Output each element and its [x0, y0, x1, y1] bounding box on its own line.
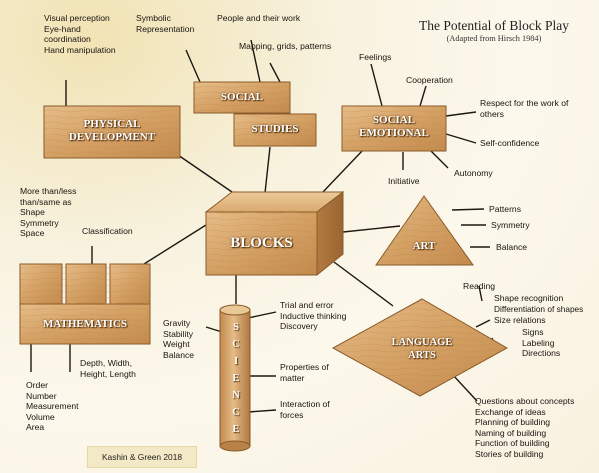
science-letter: E: [232, 424, 240, 435]
social-studies-mapping: Mapping, grids, patterns: [239, 41, 332, 51]
social-emotional-respect: Respect for the work of others: [480, 98, 569, 119]
math-classification: Classification: [82, 226, 133, 236]
art-triangle: [375, 195, 474, 266]
art-item: Patterns: [489, 204, 522, 214]
science-physics: Gravity Stability Weight Balance: [163, 318, 195, 360]
art-label: ART: [412, 240, 436, 252]
social-studies-symbolic: Symbolic Representation: [136, 13, 195, 34]
social-emotional-self-confidence: Self-confidence: [480, 138, 540, 148]
physical-item: Hand manipulation: [44, 44, 116, 55]
science-letter: I: [233, 356, 239, 367]
title-subtitle: (Adapted from Hirsch 1984): [446, 34, 542, 43]
language-arts-label: LANGUAGE ARTS: [391, 337, 453, 361]
language-concepts: Questions about concepts Exchange of ide…: [475, 396, 575, 459]
science-properties: Properties of matter: [280, 362, 329, 383]
physical-item: Eye-hand: [44, 23, 81, 34]
blocks-label: BLOCKS: [230, 235, 293, 251]
social-emotional-label: SOCIAL EMOTIONAL: [359, 114, 429, 139]
math-comparison: More than/less than/same as Shape Symmet…: [20, 186, 77, 239]
science-letter: E: [232, 373, 240, 384]
physical-development-block: [43, 105, 181, 159]
physical-item: coordination: [44, 34, 91, 44]
language-size-relations: Size relations: [494, 315, 546, 325]
language-arts-diamond: [331, 298, 509, 397]
social-studies-blocks: [193, 81, 317, 147]
social-emotional-cooperation: Cooperation: [406, 75, 453, 85]
math-depth: Depth, Width, Height, Length: [80, 358, 136, 379]
language-reading: Reading: [463, 281, 496, 291]
blocks-cube: [204, 190, 345, 277]
social-emotional-block: [341, 105, 447, 152]
science-cylinder: [219, 304, 251, 452]
social-studies-people: People and their work: [217, 13, 301, 23]
science-letter: C: [232, 339, 240, 350]
science-letter: N: [232, 390, 240, 401]
art-item: Symmetry: [491, 220, 530, 230]
language-differentiation: Differentiation of shapes: [494, 304, 584, 314]
science-interaction: Interaction of forces: [280, 399, 330, 420]
social-emotional-initiative: Initiative: [388, 176, 420, 186]
math-order: Order Number Measurement Volume Area: [26, 380, 79, 433]
social-label: SOCIAL: [220, 91, 264, 103]
physical-item: Visual perception: [44, 13, 110, 23]
physical-development-label: PHYSICAL DEVELOPMENT: [68, 118, 156, 143]
science-trial: Trial and error Inductive thinking Disco…: [280, 300, 347, 332]
science-letter: C: [232, 407, 240, 418]
science-letter: S: [233, 322, 239, 333]
credit-label: Kashin & Green 2018: [87, 446, 197, 468]
title-main: The Potential of Block Play: [419, 18, 569, 33]
art-item: Balance: [496, 242, 528, 252]
diagram-title: The Potential of Block Play (Adapted fro…: [404, 18, 584, 44]
language-shape-recognition: Shape recognition: [494, 293, 564, 303]
language-signs: Signs Labeling Directions: [522, 327, 561, 359]
mathematics-label: MATHEMATICS: [43, 318, 127, 330]
social-emotional-feelings: Feelings: [359, 52, 392, 62]
studies-label: STUDIES: [251, 123, 299, 135]
social-emotional-autonomy: Autonomy: [454, 168, 493, 178]
mathematics-blocks: [19, 263, 151, 345]
